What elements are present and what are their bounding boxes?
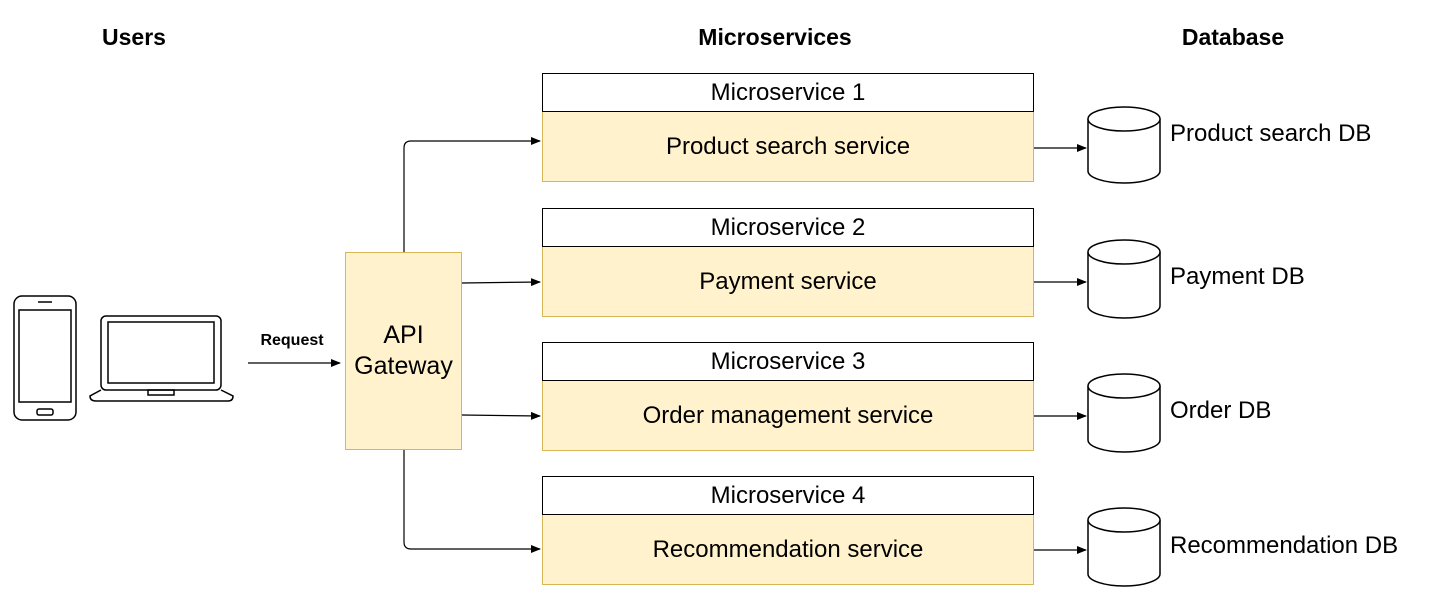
gateway-to-ms1-arrow bbox=[403, 137, 541, 252]
api-gateway-box: API Gateway bbox=[345, 252, 462, 450]
database-column-header: Database bbox=[1181, 24, 1285, 50]
microservice-3-service: Order management service bbox=[542, 381, 1034, 451]
microservice-1-title: Microservice 1 bbox=[542, 73, 1034, 112]
microservice-4-service: Recommendation service bbox=[542, 515, 1034, 585]
microservice-4-title: Microservice 4 bbox=[542, 476, 1034, 515]
database-cylinder-icon bbox=[1087, 106, 1161, 184]
microservice-2-title: Microservice 2 bbox=[542, 208, 1034, 247]
smartphone-icon bbox=[13, 295, 77, 421]
api-gateway-label-line1: API bbox=[383, 321, 424, 349]
gateway-to-ms3-arrow bbox=[461, 411, 541, 420]
microservice-1-service: Product search service bbox=[542, 112, 1034, 182]
microservice-3-title: Microservice 3 bbox=[542, 342, 1034, 381]
db-label-4: Recommendation DB bbox=[1170, 532, 1399, 559]
users-column-header: Users bbox=[102, 24, 166, 50]
request-label: Request bbox=[260, 332, 324, 349]
api-gateway-label-line2: Gateway bbox=[354, 352, 453, 380]
laptop-icon bbox=[89, 315, 234, 402]
microservices-column-header: Microservices bbox=[698, 24, 852, 50]
microservice-2-service: Payment service bbox=[542, 247, 1034, 317]
db-label-2: Payment DB bbox=[1170, 263, 1305, 290]
gateway-to-ms4-arrow bbox=[403, 450, 541, 553]
db-label-1: Product search DB bbox=[1170, 120, 1372, 147]
gateway-to-ms2-arrow bbox=[461, 278, 541, 287]
db-label-3: Order DB bbox=[1170, 397, 1272, 424]
database-cylinder-icon bbox=[1087, 507, 1161, 587]
database-cylinder-icon bbox=[1087, 373, 1161, 453]
database-cylinder-icon bbox=[1087, 239, 1161, 319]
